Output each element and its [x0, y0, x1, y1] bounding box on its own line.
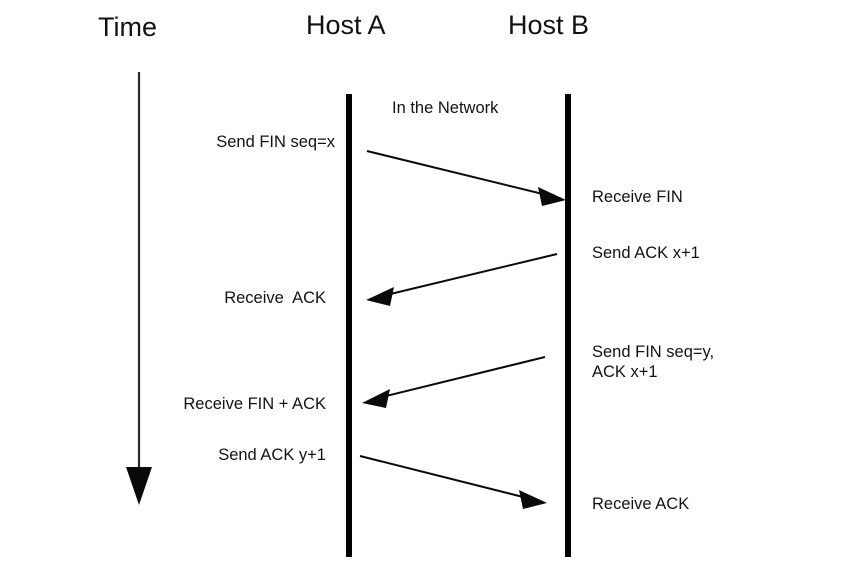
label-send-fin-seq-x: Send FIN seq=x: [216, 133, 335, 151]
label-send-ack-x-plus-1: Send ACK x+1: [592, 244, 700, 262]
arrow-ack-a-to-b: [359, 455, 547, 509]
arrow-finack-b-to-a: [362, 356, 546, 408]
host-a-lifeline: [346, 94, 352, 557]
label-receive-ack: Receive ACK: [224, 289, 326, 307]
host-b-title: Host B: [508, 10, 590, 40]
arrow-fin-a-to-b: [366, 150, 566, 206]
in-the-network-label: In the Network: [392, 99, 499, 117]
host-b-lifeline: [565, 94, 571, 557]
arrow-ack-b-to-a: [366, 253, 558, 306]
label-receive-fin: Receive FIN: [592, 188, 683, 206]
label-send-fin-seq-y-ack-x-plus-1: Send FIN seq=y, ACK x+1: [592, 343, 715, 381]
label-send-ack-y-plus-1: Send ACK y+1: [218, 446, 326, 464]
host-a-title: Host A: [306, 10, 386, 40]
label-receive-fin-plus-ack: Receive FIN + ACK: [183, 395, 326, 413]
label-receive-ack-final: Receive ACK: [592, 495, 690, 513]
time-axis-title: Time: [98, 12, 157, 42]
